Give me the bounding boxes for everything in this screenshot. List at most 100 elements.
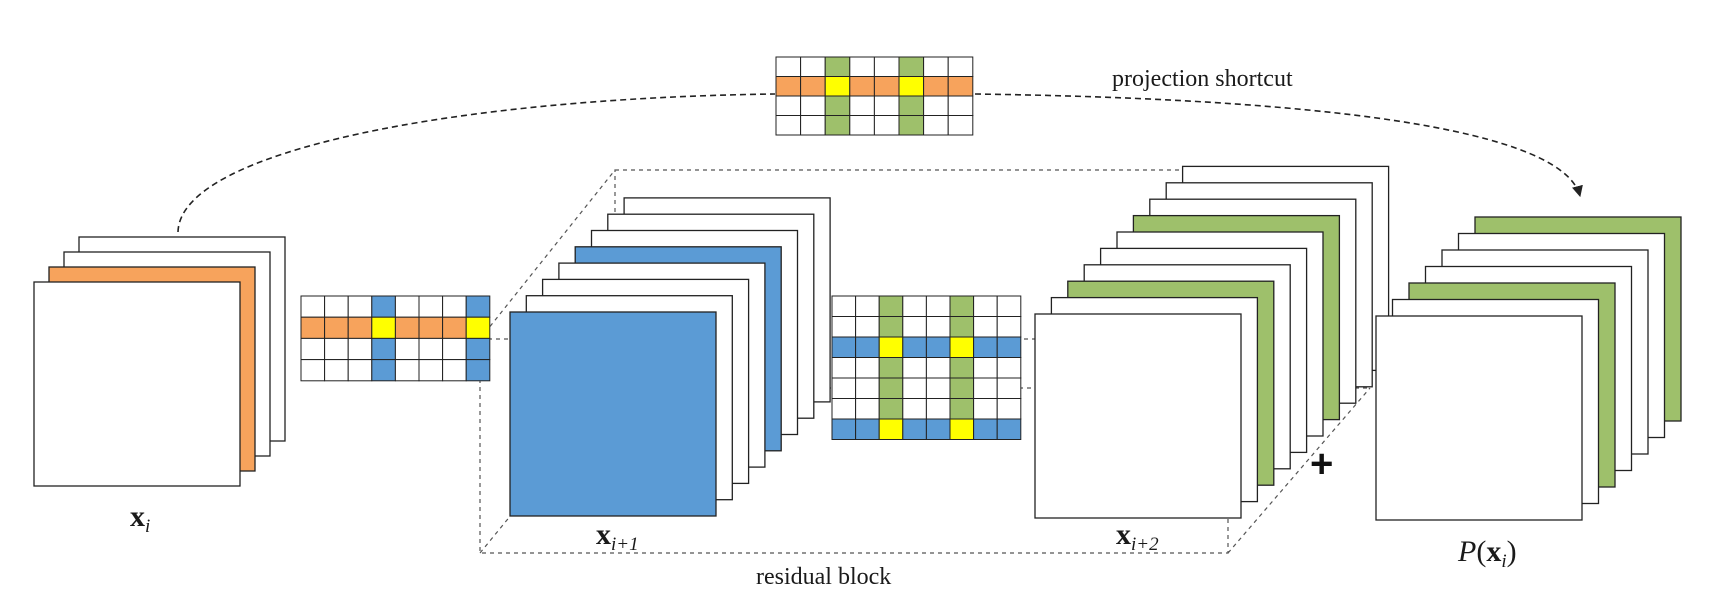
kernel-cell [831, 357, 857, 379]
kernel-cell [898, 56, 925, 77]
kernel-cell [442, 359, 467, 382]
p-x-i-label: P(xi) [1458, 535, 1517, 572]
plus-icon: + [1310, 442, 1334, 486]
kernel-cell [418, 316, 444, 339]
kernel-cell [371, 316, 396, 339]
kernel-cell [878, 377, 904, 399]
kernel-cell [902, 295, 927, 317]
kernel-cell [855, 316, 880, 338]
kernel-cell [775, 95, 802, 116]
residual-block-label: residual block [756, 564, 892, 590]
kernel-cell [925, 377, 951, 399]
kernel-cell [849, 95, 875, 116]
kernel-cell [324, 316, 349, 339]
kernel-cell [465, 316, 491, 339]
kernel-cell [996, 316, 1022, 338]
kernel-cell [324, 295, 349, 318]
kernel-cell [831, 336, 857, 358]
kernel-cell [849, 115, 875, 136]
kernel-cell [949, 377, 975, 399]
kernel-cell [949, 357, 975, 379]
kernel-cell [831, 295, 857, 317]
kernel-cell [996, 336, 1022, 358]
kernel-cell [996, 295, 1022, 317]
kernel-cell [878, 295, 904, 317]
kernel-cell [878, 316, 904, 338]
x-i-plus-2-label: xi+2 [1116, 518, 1159, 555]
kernel-cell [878, 418, 904, 440]
projection-shortcut-arrow [177, 93, 1580, 233]
x-i-plus-1-label: xi+1 [596, 518, 639, 555]
feature-map [1034, 313, 1242, 519]
kernel-cell [465, 359, 491, 382]
kernel-cell [394, 295, 420, 318]
kernel-cell [800, 76, 826, 97]
kernel-cell [878, 357, 904, 379]
kernel-cell [394, 359, 420, 382]
kernel-cell [996, 377, 1022, 399]
kernel-cell [442, 295, 467, 318]
kernel-cell [902, 377, 927, 399]
kernel-cell [949, 418, 975, 440]
kernel-cell [418, 337, 444, 361]
x-i-plus-1-feature-maps [509, 197, 831, 517]
kernel-cell [300, 316, 326, 339]
kernel-cell [898, 76, 925, 97]
kernel-cell [925, 418, 951, 440]
conv1-kernel [300, 295, 491, 382]
kernel-cell [442, 316, 467, 339]
kernel-cell [465, 337, 491, 361]
kernel-cell [465, 295, 491, 318]
x-i-feature-maps [33, 236, 286, 487]
kernel-cell [947, 56, 974, 77]
kernel-cell [923, 95, 949, 116]
kernel-cell [418, 359, 444, 382]
kernel-cell [949, 336, 975, 358]
kernel-cell [996, 398, 1022, 420]
kernel-cell [973, 398, 998, 420]
projection-kernel [775, 56, 974, 136]
kernel-cell [855, 336, 880, 358]
kernel-cell [775, 76, 802, 97]
kernel-cell [996, 357, 1022, 379]
kernel-cell [873, 56, 900, 77]
kernel-cell [973, 295, 998, 317]
kernel-cell [923, 56, 949, 77]
kernel-cell [925, 295, 951, 317]
kernel-cell [947, 76, 974, 97]
kernel-cell [775, 115, 802, 136]
kernel-cell [418, 295, 444, 318]
x-i-plus-2-feature-maps [1034, 165, 1390, 519]
kernel-cell [923, 115, 949, 136]
kernel-cell [831, 398, 857, 420]
kernel-cell [973, 357, 998, 379]
kernel-cell [902, 357, 927, 379]
kernel-cell [949, 398, 975, 420]
kernel-cell [855, 377, 880, 399]
feature-map [509, 311, 717, 517]
feature-map [1375, 315, 1583, 521]
kernel-cell [902, 418, 927, 440]
kernel-cell [902, 398, 927, 420]
kernel-cell [442, 337, 467, 361]
kernel-cell [996, 418, 1022, 440]
kernel-cell [347, 359, 373, 382]
kernel-cell [949, 295, 975, 317]
feature-map [33, 281, 241, 487]
kernel-cell [371, 295, 396, 318]
kernel-cell [873, 115, 900, 136]
projection-shortcut-label: projection shortcut [1112, 66, 1293, 92]
kernel-cell [855, 398, 880, 420]
kernel-cell [902, 336, 927, 358]
kernel-cell [300, 295, 326, 318]
p-x-i-feature-maps [1375, 216, 1682, 521]
kernel-cell [775, 56, 802, 77]
kernel-cell [849, 56, 875, 77]
kernel-cell [873, 76, 900, 97]
kernel-cell [824, 115, 851, 136]
kernel-cell [973, 316, 998, 338]
kernel-cell [973, 336, 998, 358]
kernel-cell [925, 357, 951, 379]
kernel-cell [878, 398, 904, 420]
kernel-cell [855, 357, 880, 379]
